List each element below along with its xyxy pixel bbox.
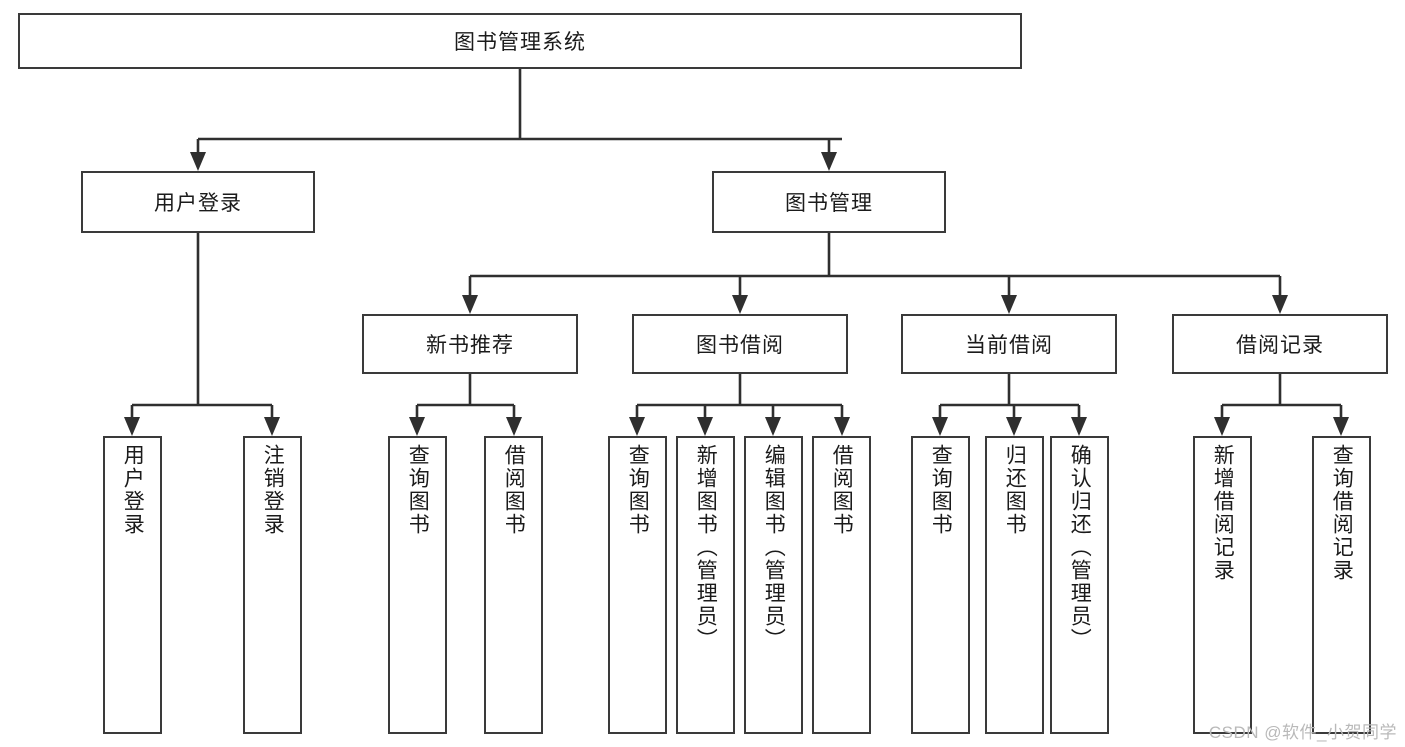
node-label: 查询图书: [406, 444, 430, 536]
node-borrowing-records[interactable]: 借阅记录: [1172, 314, 1388, 374]
node-user-login[interactable]: 用户登录: [81, 171, 315, 233]
node-root-book-management-system[interactable]: 图书管理系统: [18, 13, 1022, 69]
leaf-query-borrow-record[interactable]: 查询借阅记录: [1312, 436, 1371, 734]
leaf-return-books[interactable]: 归还图书: [985, 436, 1044, 734]
node-label: 用户登录: [154, 192, 242, 215]
node-label: 借阅图书: [502, 444, 526, 536]
node-label: 图书管理系统: [454, 31, 586, 54]
leaf-query-books-borrow[interactable]: 查询图书: [608, 436, 667, 734]
node-label: 用户登录: [121, 444, 145, 536]
node-new-book-recommendation[interactable]: 新书推荐: [362, 314, 578, 374]
leaf-borrow-books-new[interactable]: 借阅图书: [484, 436, 543, 734]
node-label: 编辑图书（管理员）: [762, 444, 786, 651]
leaf-add-book-admin[interactable]: 新增图书（管理员）: [676, 436, 735, 734]
node-label: 归还图书: [1003, 444, 1027, 536]
leaf-borrow-books[interactable]: 借阅图书: [812, 436, 871, 734]
node-label: 借阅记录: [1236, 334, 1324, 357]
node-label: 查询图书: [626, 444, 650, 536]
node-current-borrowing[interactable]: 当前借阅: [901, 314, 1117, 374]
leaf-confirm-return-admin[interactable]: 确认归还（管理员）: [1050, 436, 1109, 734]
node-label: 新书推荐: [426, 334, 514, 357]
node-book-borrowing[interactable]: 图书借阅: [632, 314, 848, 374]
node-label: 确认归还（管理员）: [1068, 444, 1092, 651]
node-book-management[interactable]: 图书管理: [712, 171, 946, 233]
leaf-query-books-current[interactable]: 查询图书: [911, 436, 970, 734]
node-label: 新增图书（管理员）: [694, 444, 718, 651]
node-label: 新增借阅记录: [1211, 444, 1235, 582]
node-label: 注销登录: [261, 444, 285, 536]
leaf-edit-book-admin[interactable]: 编辑图书（管理员）: [744, 436, 803, 734]
leaf-query-books-new[interactable]: 查询图书: [388, 436, 447, 734]
leaf-add-borrow-record[interactable]: 新增借阅记录: [1193, 436, 1252, 734]
node-label: 借阅图书: [830, 444, 854, 536]
node-label: 当前借阅: [965, 334, 1053, 357]
leaf-user-login[interactable]: 用户登录: [103, 436, 162, 734]
node-label: 查询借阅记录: [1330, 444, 1354, 582]
watermark-text: CSDN @软件_小贺同学: [1208, 723, 1397, 742]
node-label: 查询图书: [929, 444, 953, 536]
leaf-logout[interactable]: 注销登录: [243, 436, 302, 734]
node-label: 图书借阅: [696, 334, 784, 357]
node-label: 图书管理: [785, 192, 873, 215]
